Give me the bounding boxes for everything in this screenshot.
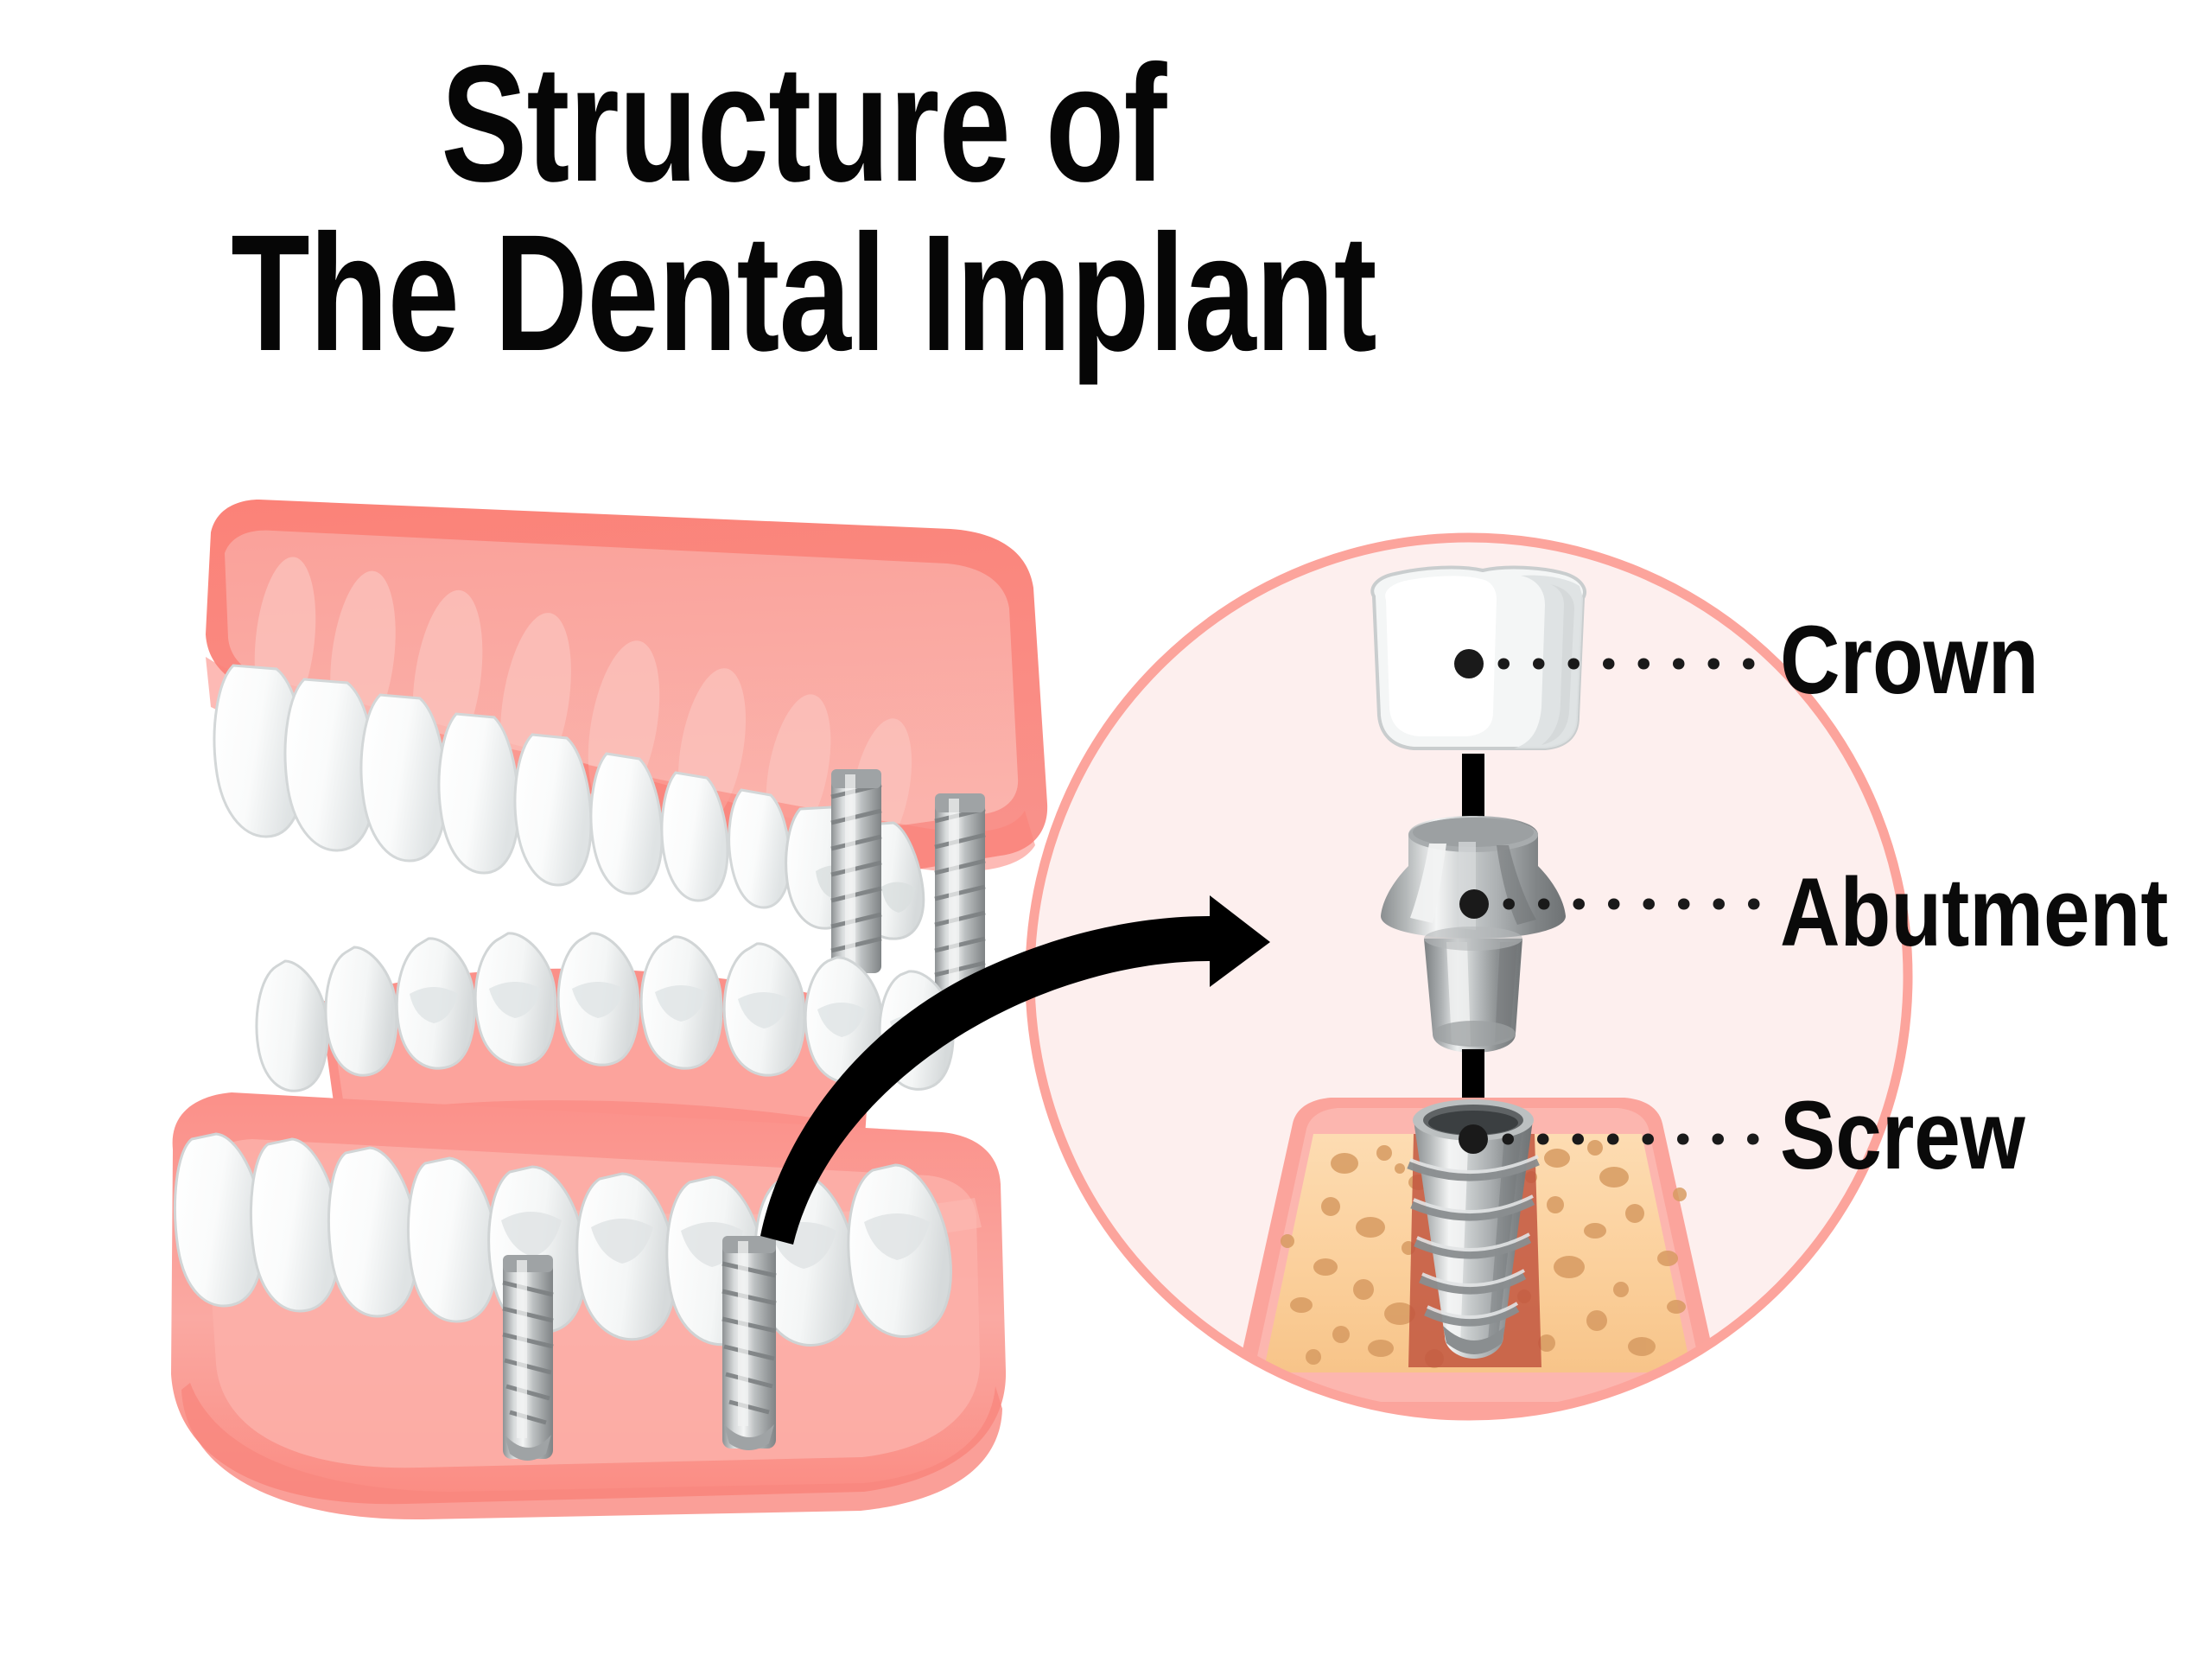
callout-leaders — [1454, 649, 1770, 1154]
leader-crown — [1454, 649, 1770, 678]
abutment-part — [1381, 816, 1566, 1053]
upper-teeth — [213, 664, 925, 940]
page-title: Structure of The Dental Implant — [0, 30, 1607, 386]
lower-denture-arch — [171, 932, 1007, 1520]
title-line-1: Structure of — [441, 30, 1166, 216]
lower-implant-screw-2 — [721, 1236, 777, 1450]
upper-denture-arch — [206, 500, 1048, 999]
upper-implant-screw-1 — [830, 769, 882, 973]
callout-label-crown: Crown — [1780, 606, 2039, 714]
upper-implant-screw-2 — [934, 793, 986, 999]
callout-label-screw: Screw — [1780, 1081, 2025, 1189]
lower-implant-screw-1 — [502, 1255, 554, 1461]
magnified-detail-circle — [1025, 532, 1913, 1421]
screw-part — [1407, 1099, 1540, 1359]
lower-front-teeth — [174, 1132, 952, 1347]
title-line-2: The Dental Implant — [231, 200, 1376, 386]
callout-label-abutment: Abutment — [1780, 858, 2169, 966]
leader-abutment — [1459, 889, 1770, 919]
leader-screw — [1459, 1124, 1770, 1154]
curved-connector-arrow — [760, 895, 1270, 1245]
